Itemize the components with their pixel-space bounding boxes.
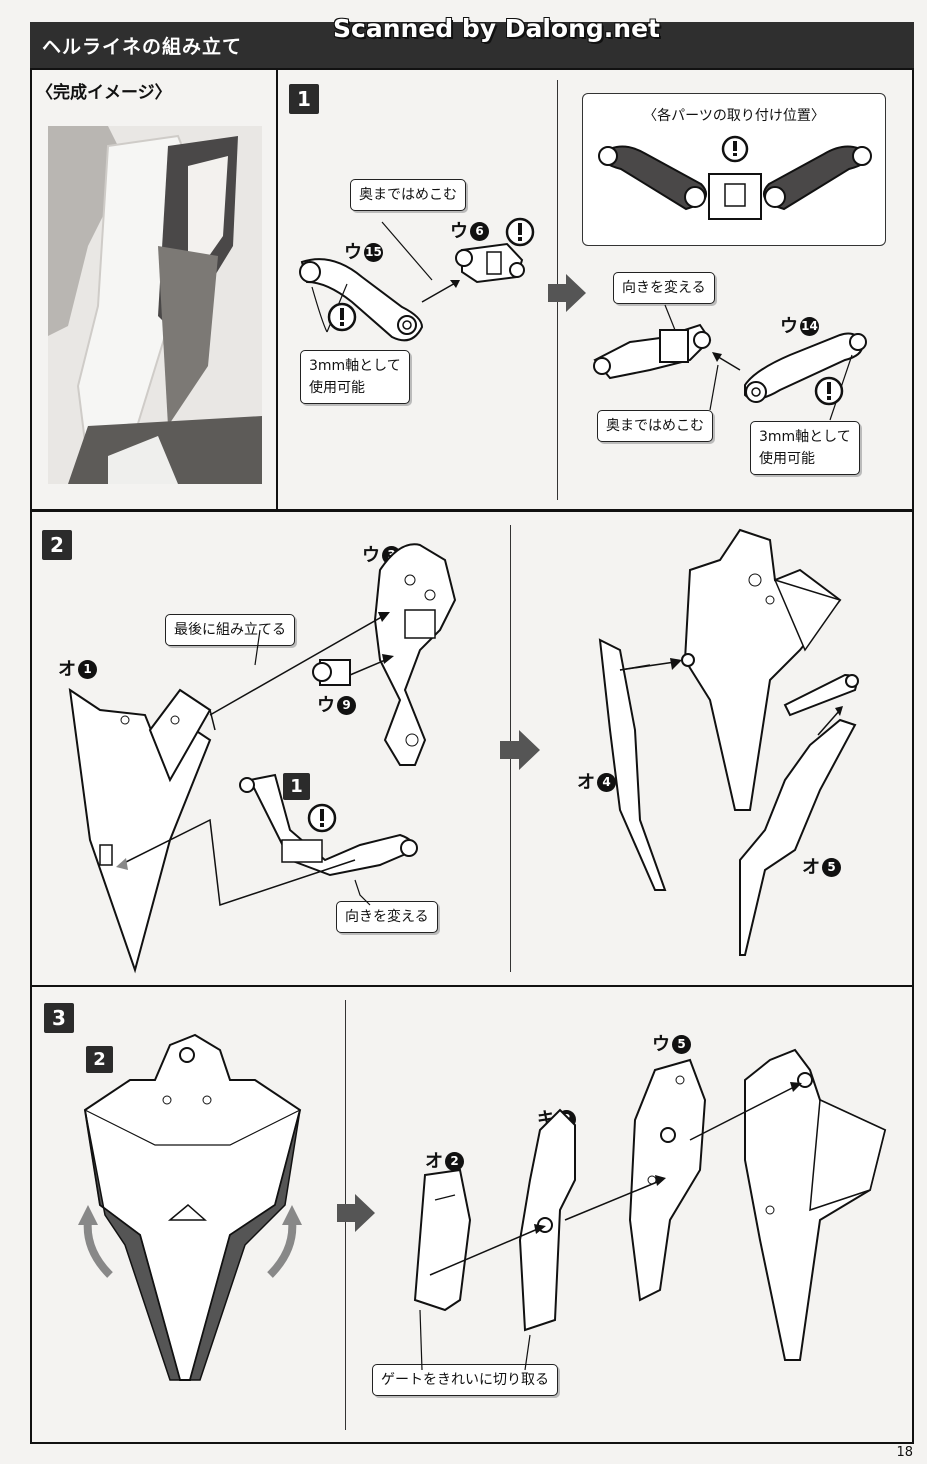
warning-icon [505,217,535,247]
section-header: ヘルライネの組み立て [30,22,914,68]
warning-icon [814,376,844,406]
completed-image-photo [48,126,262,484]
assembled-parts-step1 [593,304,867,421]
step2-right-assembly [598,528,859,956]
callout-3mm-axis-2: 3mm軸として 使用可能 [750,421,860,475]
callout-cut-gate: ゲートをきれいに切り取る [372,1364,558,1396]
divider-completed [276,70,278,510]
next-arrow-icon [337,1194,375,1232]
section-title: ヘルライネの組み立て [42,36,243,58]
step-2-reference-badge: 2 [86,1046,113,1073]
step-1-reference-badge: 1 [283,773,310,800]
callout-3mm-axis: 3mm軸として 使用可能 [300,350,410,404]
completed-image-title: 〈完成イメージ〉 [36,83,172,103]
callout-change-direction: 向きを変える [613,272,715,304]
page-number: 18 [896,1445,913,1460]
callout-insert-deep-2: 奥まではめこむ [597,410,713,442]
step-1-badge: 1 [289,84,319,114]
next-arrow-icon [500,730,540,770]
callout-change-direction-2: 向きを変える [336,901,438,933]
next-arrow-icon [548,274,586,312]
watermark: Scanned by Dalong.net [333,14,661,43]
attachment-position-inset: 〈各パーツの取り付け位置〉 [582,93,886,246]
warning-icon [327,302,357,332]
step3-parts-assembly [413,1048,887,1371]
inset-title: 〈各パーツの取り付け位置〉 [643,108,825,124]
step-3-badge: 3 [44,1003,74,1033]
arm-part-u15 [299,221,525,342]
step-2-badge: 2 [42,530,72,560]
callout-insert-deep: 奥まではめこむ [350,179,466,211]
step3-rotate-assembly [78,1033,302,1381]
panel-step3 [30,985,914,1444]
callout-assemble-last: 最後に組み立てる [165,614,295,646]
warning-icon [307,803,337,833]
step2-left-assembly [68,543,457,974]
inset-diagram [598,135,872,220]
